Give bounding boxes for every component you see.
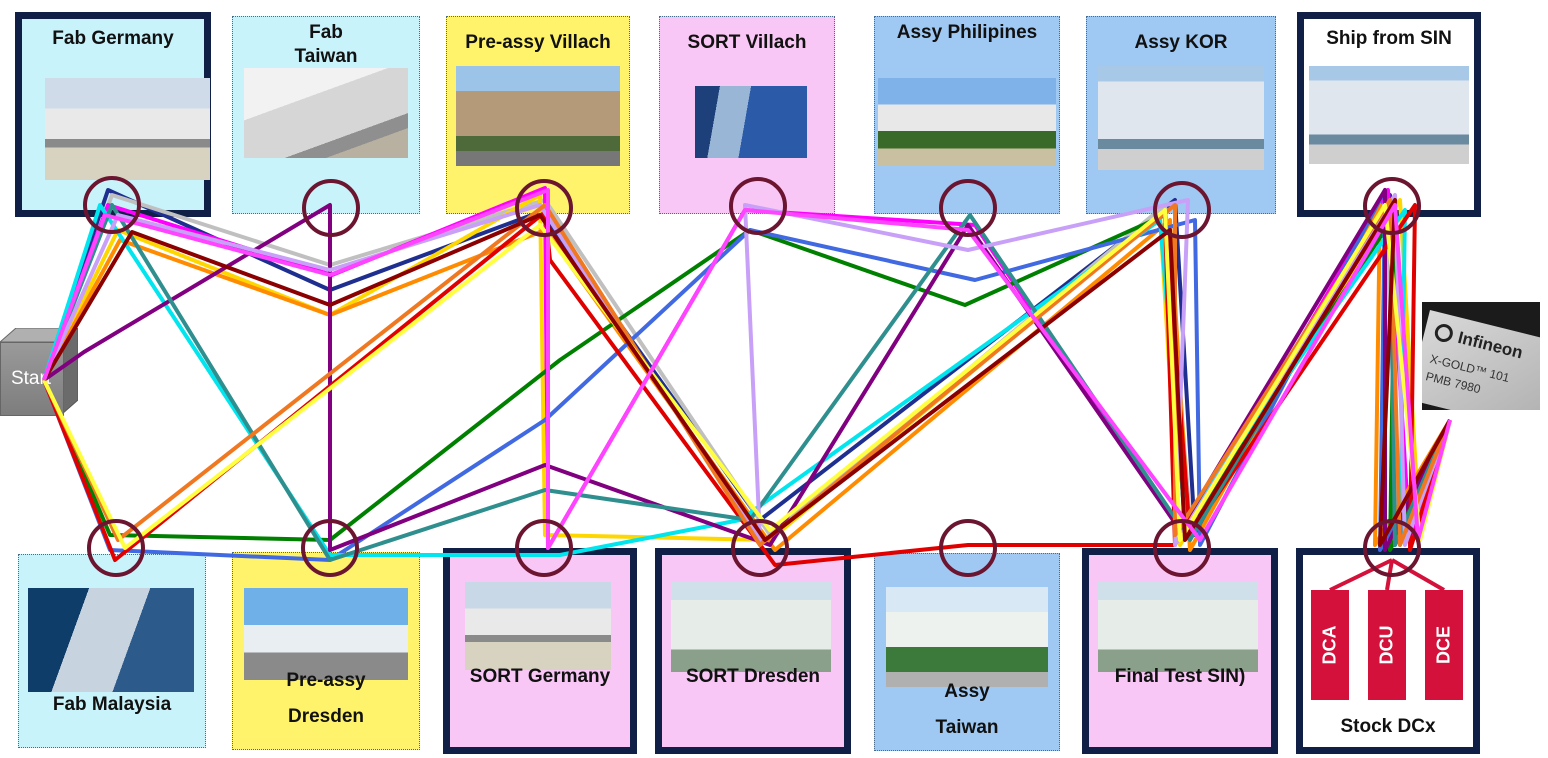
site-photo-ship-from-sin [1309, 66, 1469, 164]
infineon-chip-image: Infineon X-GOLD™ 101 PMB 7980 [1422, 302, 1540, 410]
bottom-node-sort-dresden-circle [731, 519, 789, 577]
site-photo-sort-villach [695, 86, 807, 158]
top-node-fab-taiwan-circle [302, 179, 360, 237]
site-box-assy-kor: Assy KOR [1086, 16, 1276, 214]
site-label-fab-taiwan-line1: Fab [309, 22, 343, 43]
route-line-11 [42, 198, 1452, 562]
site-photo-fab-germany [45, 78, 210, 180]
dc-u-stock: DCU [1368, 590, 1406, 700]
site-label-assy-taiwan-line1: Assy [944, 681, 990, 702]
site-photo-sort-germany [465, 582, 611, 670]
site-label-final-test-sin: Final Test SIN) [1114, 666, 1246, 687]
route-line-12 [42, 193, 1452, 547]
site-box-sort-dresden: SORT Dresden [655, 548, 851, 754]
top-node-ship-from-sin-circle [1363, 177, 1421, 235]
site-label-fab-malaysia: Fab Malaysia [52, 694, 172, 715]
site-photo-preassy-villach [456, 66, 620, 166]
top-node-assy-philipines-circle [939, 179, 997, 237]
site-label-preassy-dresden-line1: Pre-assy [286, 670, 366, 691]
site-label-assy-philipines: Assy Philipines [896, 22, 1038, 43]
bottom-node-preassy-dresden-circle [301, 519, 359, 577]
site-label-sort-dresden: SORT Dresden [685, 666, 821, 687]
bottom-node-fab-malaysia-circle [87, 519, 145, 577]
site-label-sort-villach: SORT Villach [687, 32, 807, 53]
site-photo-final-test-sin [1098, 582, 1258, 672]
top-node-assy-kor-circle [1153, 181, 1211, 239]
site-photo-assy-kor [1098, 66, 1264, 170]
site-box-ship-from-sin: Ship from SIN [1297, 12, 1481, 217]
start-label: Start [10, 368, 52, 389]
site-photo-assy-philipines [878, 78, 1056, 166]
site-photo-sort-dresden [671, 582, 831, 672]
site-label-assy-taiwan-line2: Taiwan [935, 717, 999, 738]
site-label-preassy-dresden-line2: Dresden [287, 706, 365, 727]
site-label-ship-from-sin: Ship from SIN [1326, 28, 1452, 49]
bottom-node-sort-germany-circle [515, 519, 573, 577]
site-photo-fab-taiwan [244, 68, 408, 158]
site-label-fab-taiwan-line2: Taiwan [294, 46, 358, 67]
route-line-5 [42, 203, 1452, 552]
top-node-preassy-villach-circle [515, 179, 573, 237]
site-photo-preassy-dresden [244, 588, 408, 680]
dc-a-stock: DCA [1311, 590, 1349, 700]
bottom-node-assy-taiwan-circle [939, 519, 997, 577]
dc-connector-3 [1391, 558, 1445, 592]
dc-connector-1 [1329, 558, 1393, 592]
top-node-sort-villach-circle [729, 177, 787, 235]
site-photo-assy-taiwan [886, 587, 1048, 687]
site-box-fab-germany: Fab Germany [15, 12, 211, 217]
site-box-sort-germany: SORT Germany [443, 548, 637, 754]
route-line-10 [42, 203, 1452, 567]
bottom-node-final-test-sin-circle [1153, 519, 1211, 577]
site-label-assy-kor: Assy KOR [1134, 32, 1228, 53]
site-label-preassy-villach: Pre-assy Villach [465, 32, 611, 53]
site-label-sort-germany: SORT Germany [469, 666, 611, 687]
site-photo-fab-malaysia [28, 588, 194, 692]
site-label-fab-germany: Fab Germany [52, 28, 174, 49]
dc-e-stock: DCE [1425, 590, 1463, 700]
site-label-stock-dcx: Stock DCx [1340, 716, 1436, 737]
site-box-fab-malaysia: Fab Malaysia [18, 554, 206, 748]
bottom-node-stock-dcx-circle [1363, 519, 1421, 577]
site-box-final-test-sin: Final Test SIN) [1082, 548, 1278, 754]
route-line-13 [42, 198, 1452, 547]
route-line-16 [42, 188, 1452, 550]
top-node-fab-germany-circle [83, 176, 141, 234]
route-line-15 [42, 198, 1452, 547]
